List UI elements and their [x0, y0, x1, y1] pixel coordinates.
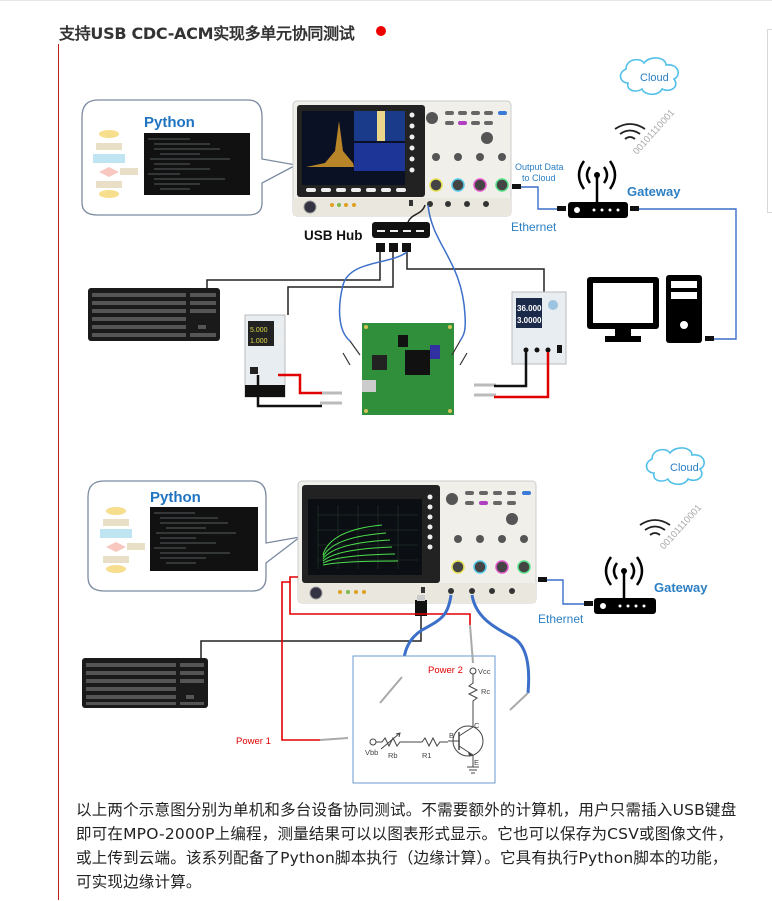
ethernet-label: Ethernet: [511, 220, 557, 234]
flowchart-icon-2: [100, 507, 145, 573]
rc-label: Rc: [481, 687, 490, 696]
output-data-label: Output Data: [515, 162, 564, 172]
description-text: 以上两个示意图分别为单机和多台设备协同测试。不需要额外的计算机，用户只需插入US…: [76, 801, 737, 891]
usb-keyboard-2: [82, 658, 208, 708]
ethernet-plugs: [512, 184, 714, 341]
gateway-router-icon: [568, 160, 628, 218]
ethernet-label-2: Ethernet: [538, 612, 584, 626]
python-speech-bubble: Python: [81, 99, 298, 216]
ethernet-cables: [520, 186, 737, 340]
ethernet-cable-2: [538, 577, 593, 606]
psu-left-voltage: 5.000: [250, 327, 268, 334]
gateway-label: Gateway: [627, 184, 681, 199]
oscilloscope-mpo-2000p-2: [297, 480, 537, 604]
python-speech-bubble-2: Python: [87, 480, 301, 592]
psu-right-current: 3.0000: [517, 316, 542, 325]
rb-label: Rb: [388, 751, 398, 760]
power2-label: Power 2: [428, 665, 463, 676]
cloud-icon: Cloud: [619, 57, 679, 96]
usb-hub: USB Hub: [304, 204, 430, 252]
flowchart-icon: [93, 130, 138, 198]
gateway-label-2: Gateway: [654, 580, 708, 595]
cloud-label-2: Cloud: [670, 462, 699, 474]
red-dot-marker: [376, 26, 386, 36]
output-data-label-2: to Cloud: [522, 173, 556, 183]
vbb-label: Vbb: [365, 748, 378, 757]
transistor-curves: [322, 524, 399, 566]
usb-keyboard-plug: [415, 595, 427, 616]
e-label: E: [474, 758, 479, 767]
power-supply-left: 5.000 1.000: [244, 314, 286, 398]
psu-left-current: 1.000: [250, 338, 268, 345]
diagram-standalone-multi-unit: Python: [81, 57, 737, 415]
wifi-signal-icon: [614, 123, 646, 140]
usb-cables: [206, 204, 545, 342]
wifi-signal-icon-2: [639, 519, 671, 536]
computer-icon: [587, 275, 702, 343]
b-label: B: [449, 731, 454, 740]
vcc-label: Vcc: [478, 667, 491, 676]
power1-label: Power 1: [236, 736, 271, 747]
left-accent-line: [58, 44, 59, 900]
cloud-icon-2: Cloud: [645, 447, 705, 486]
power-supply-right: 36.000 3.0000: [511, 291, 567, 365]
usb-keyboard: [88, 288, 220, 341]
power-leads-left: [256, 373, 322, 408]
r1-label: R1: [422, 751, 432, 760]
cloud-label: Cloud: [640, 72, 669, 84]
oscilloscope-mpo-2000p: [292, 100, 512, 217]
keyboard-cable: [200, 616, 422, 658]
c-label: C: [474, 721, 480, 730]
diagram-standalone-circuit-test: Python: [82, 447, 708, 784]
probe-clips: [320, 340, 496, 405]
power-leads-right: [494, 352, 550, 399]
description-paragraph: 以上两个示意图分别为单机和多台设备协同测试。不需要额外的计算机，用户只需插入US…: [76, 798, 742, 894]
circuit-schematic: Power 2 Vcc Rc C B E Vbb Rb R1: [352, 655, 496, 784]
psu-right-voltage: 36.000: [517, 304, 542, 313]
gateway-router-icon-2: [594, 556, 656, 614]
section-title: 支持USB CDC-ACM实现多单元协同测试: [59, 24, 355, 43]
python-label: Python: [144, 114, 195, 131]
top-divider: [0, 0, 772, 1]
code-editor-screenshot-2: [150, 507, 258, 571]
dut-circuit-board: [362, 323, 454, 415]
python-label-2: Python: [150, 489, 201, 506]
usb-hub-label: USB Hub: [304, 228, 363, 243]
probe-clips-2: [319, 624, 529, 741]
binary-data-label-2: 00101110001: [658, 502, 704, 552]
code-editor-screenshot: [144, 133, 250, 195]
power-cables: [281, 576, 471, 741]
side-panel-frame: [767, 29, 772, 213]
